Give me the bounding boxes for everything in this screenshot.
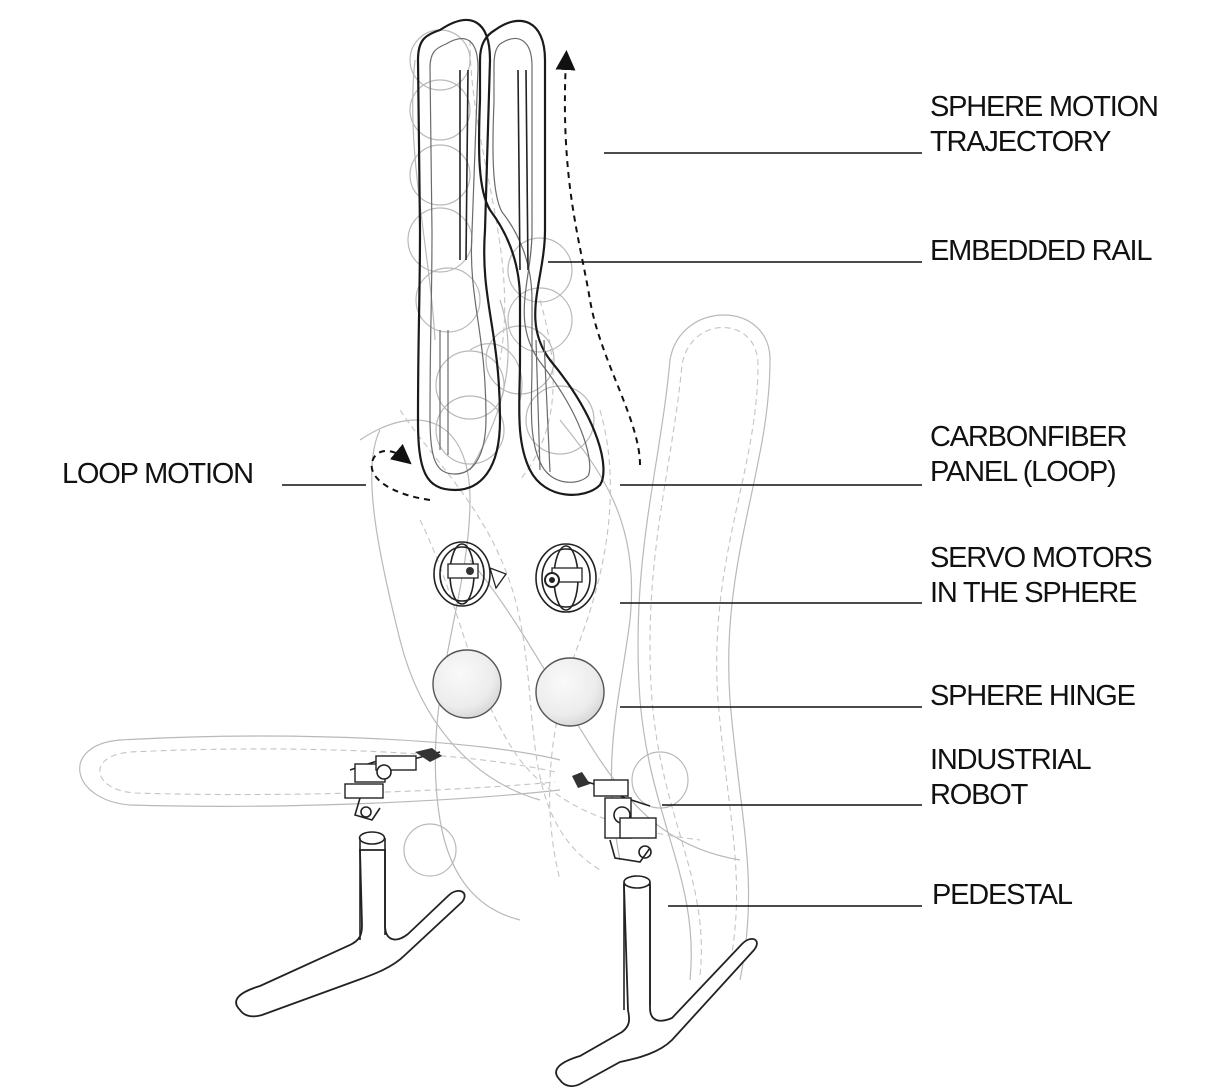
label-pedestal: PEDESTAL	[932, 878, 1072, 913]
ghost-structure	[80, 30, 770, 980]
servo-motor-left	[434, 542, 506, 606]
carbonfiber-panel-left	[418, 20, 500, 490]
label-embedded-rail: EMBEDDED RAIL	[930, 234, 1151, 269]
label-servo-motors-line2: IN THE SPHERE	[930, 576, 1151, 611]
industrial-robot-right	[572, 772, 656, 862]
label-sphere-motion-trajectory-line2: TRAJECTORY	[930, 125, 1158, 160]
label-carbonfiber-panel: CARBONFIBER PANEL (LOOP)	[930, 420, 1126, 490]
carbonfiber-panel-right	[479, 21, 603, 495]
label-carbonfiber-panel-line1: CARBONFIBER	[930, 420, 1126, 455]
pedestal-left	[236, 832, 465, 1016]
label-industrial-robot-line1: INDUSTRIAL	[930, 743, 1090, 778]
label-industrial-robot-line2: ROBOT	[930, 778, 1090, 813]
sphere-hinge-left	[433, 650, 501, 718]
industrial-robot-left	[345, 748, 442, 820]
sphere-hinge-right	[536, 658, 604, 726]
label-servo-motors-line1: SERVO MOTORS	[930, 541, 1151, 576]
label-sphere-motion-trajectory-line1: SPHERE MOTION	[930, 90, 1158, 125]
servo-motor-right	[536, 544, 596, 612]
label-sphere-hinge: SPHERE HINGE	[930, 679, 1135, 714]
label-industrial-robot: INDUSTRIAL ROBOT	[930, 743, 1090, 813]
label-sphere-motion-trajectory: SPHERE MOTION TRAJECTORY	[930, 90, 1158, 160]
label-carbonfiber-panel-line2: PANEL (LOOP)	[930, 455, 1126, 490]
label-loop-motion: LOOP MOTION	[62, 457, 253, 492]
pedestal-right	[556, 876, 757, 1086]
label-servo-motors: SERVO MOTORS IN THE SPHERE	[930, 541, 1151, 611]
